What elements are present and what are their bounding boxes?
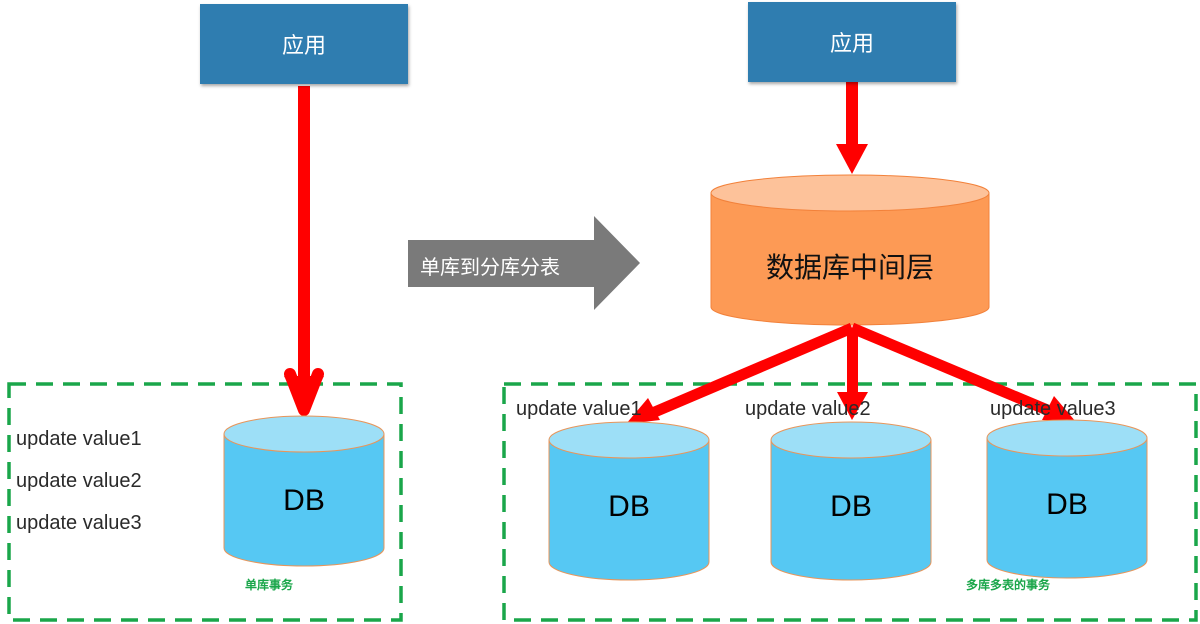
single-db-transaction-note: 单库事务 [245, 578, 294, 592]
left-app-to-db-arrow [284, 86, 324, 416]
right-db-cylinder-3 [986, 419, 1148, 579]
left-update-1: update value1 [16, 428, 142, 450]
right-app-box: 应用 [748, 2, 956, 82]
transition-arrow-shape [408, 216, 640, 310]
right-db-label-3: DB [1046, 488, 1088, 521]
right-app-label: 应用 [829, 32, 874, 57]
single-db-transaction-border [7, 382, 403, 622]
middleware-label: 数据库中间层 [765, 251, 934, 284]
multi-db-transaction-note: 多库多表的事务 [966, 578, 1051, 592]
app-to-middleware-arrow [836, 82, 868, 174]
right-db-label-1: DB [608, 490, 650, 523]
multi-db-transaction-border [502, 382, 1198, 622]
middleware-cylinder [710, 174, 990, 326]
left-app-label: 应用 [281, 34, 326, 59]
right-db-cylinder-2 [770, 421, 932, 581]
left-update-2: update value2 [16, 470, 142, 492]
left-app-box: 应用 [200, 4, 408, 84]
right-update-2: update value2 [745, 398, 871, 420]
transition-arrow-label: 单库到分库分表 [420, 255, 560, 279]
right-db-label-2: DB [830, 490, 872, 523]
right-update-3: update value3 [990, 398, 1116, 420]
right-db-cylinder-1 [548, 421, 710, 581]
right-update-1: update value1 [516, 398, 642, 420]
middleware-to-db-arrows [626, 322, 1076, 424]
left-db-label: DB [283, 484, 325, 517]
left-db-cylinder [223, 415, 385, 567]
left-update-3: update value3 [16, 512, 142, 534]
